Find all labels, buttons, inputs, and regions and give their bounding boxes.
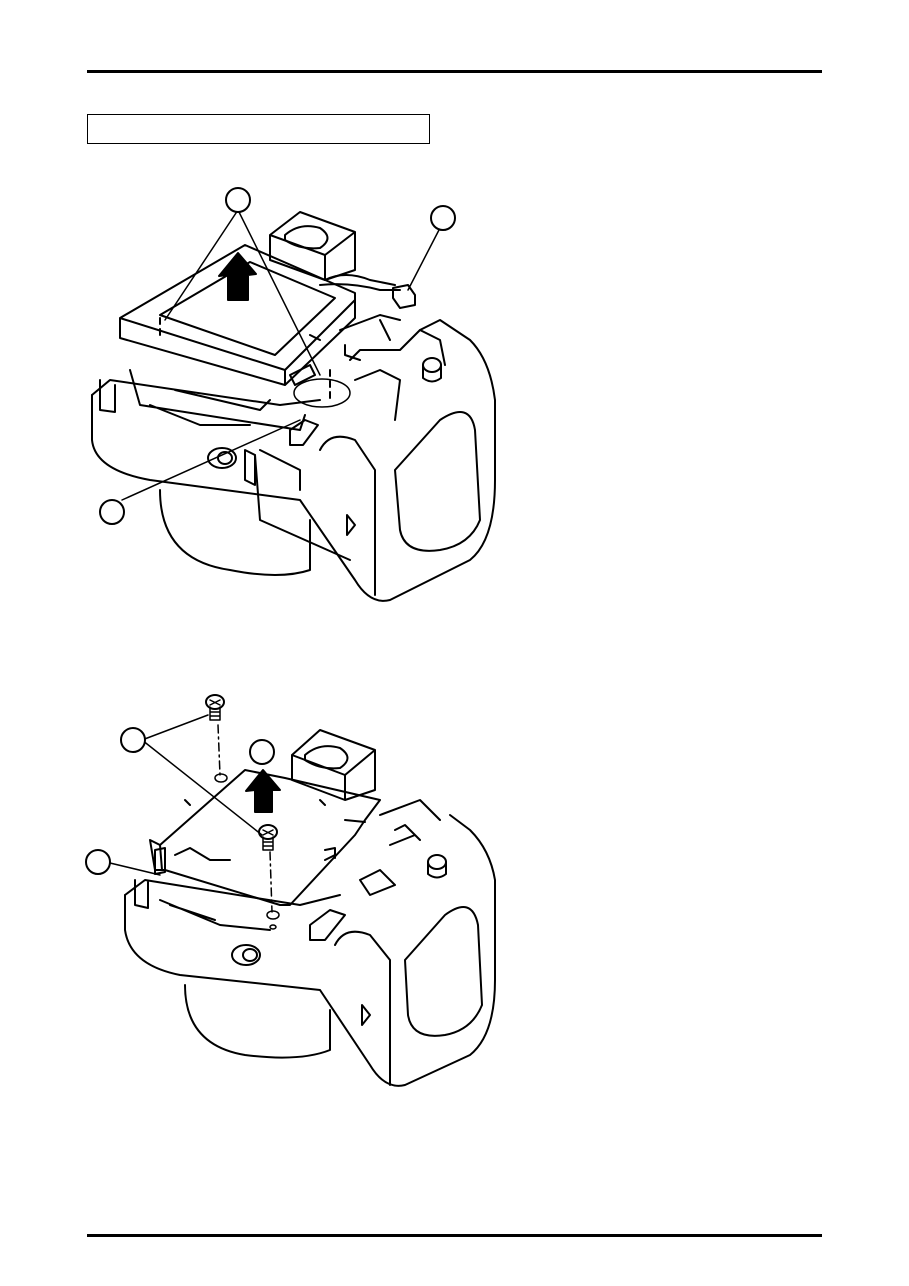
callout-line-left [121, 419, 301, 501]
round-button [231, 944, 261, 966]
lens-housing [159, 489, 311, 576]
section-heading-box [87, 114, 430, 144]
figure-shield-removal [85, 694, 496, 1087]
screw-hole-1 [214, 773, 228, 783]
callout-circle-2 [430, 205, 456, 231]
callout-line-right [407, 227, 441, 291]
shield-plate [149, 769, 381, 906]
pcb-hidden-edge [159, 314, 331, 401]
callout-circle-2 [249, 739, 275, 765]
post-top [427, 854, 447, 870]
callout-circle-3 [85, 849, 111, 875]
callout-circle-1 [225, 187, 251, 213]
grip-inner [394, 411, 481, 552]
grip [334, 930, 391, 1086]
callout-line-plate [109, 862, 161, 876]
callout-line-screws [141, 714, 263, 836]
viewfinder [269, 211, 356, 281]
connector-plug [392, 284, 416, 309]
inner-components-right [339, 314, 446, 421]
grip [319, 435, 376, 596]
callout-line-top [164, 209, 321, 376]
post-top [422, 357, 442, 373]
callout-circle-1 [120, 727, 146, 753]
viewfinder-window [284, 225, 329, 250]
highlight-ellipse [293, 378, 351, 408]
connector-slot [309, 909, 346, 941]
post [427, 861, 447, 879]
round-button-inner [242, 948, 258, 962]
viewfinder-window [304, 745, 349, 770]
top-rule [87, 70, 822, 73]
inner-components-right [359, 799, 441, 896]
screw-icon [258, 824, 278, 851]
shield-tabs [154, 847, 336, 875]
screw-icon [205, 694, 225, 721]
slot-marks [309, 319, 391, 361]
callout-circle-3 [99, 499, 125, 525]
arrow-mark [346, 514, 356, 536]
screw-hole-3 [269, 924, 277, 930]
bottom-rule [87, 1234, 822, 1237]
camera-body-outline [124, 814, 496, 1087]
round-button-inner [217, 451, 233, 465]
figure-board-removal [91, 187, 496, 602]
side-panel-edge [254, 454, 351, 561]
post [422, 364, 442, 383]
inner-frame [99, 369, 306, 431]
screw-hole-2 [266, 910, 280, 920]
inner-frame [134, 879, 271, 931]
connector-slot [289, 419, 319, 446]
lift-arrow [245, 769, 281, 813]
pcb-board [119, 244, 356, 386]
latch-part [244, 449, 301, 491]
body-top-edge [124, 879, 341, 906]
shield-plate-edges [159, 799, 366, 871]
lens-housing [184, 984, 331, 1059]
camera-body-outline [91, 319, 496, 602]
lift-arrow [218, 252, 257, 301]
round-button [207, 447, 237, 469]
arrow-mark [361, 1004, 371, 1026]
pcb-board-inner [159, 261, 336, 356]
cable [319, 274, 401, 291]
grip-inner [404, 906, 483, 1037]
screw-guide-lines [217, 724, 273, 913]
pcb-tab [289, 364, 316, 386]
